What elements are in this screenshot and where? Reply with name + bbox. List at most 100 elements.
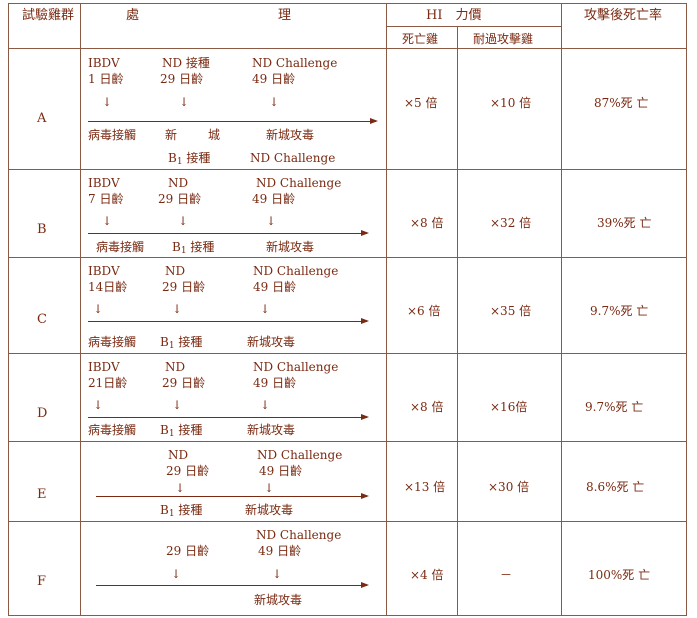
treatment-label: IBDV <box>88 264 120 278</box>
header-hi: HI 力價 <box>426 8 482 23</box>
timeline-arrow <box>96 582 369 588</box>
rule-col <box>8 3 9 616</box>
group-label: A <box>37 111 47 126</box>
rule-row <box>8 521 687 522</box>
treatment-label: ND Challenge <box>250 151 336 165</box>
age-label: 49 日齡 <box>259 464 303 478</box>
down-arrow-icon: ↓ <box>172 302 183 316</box>
rule-col <box>686 3 687 616</box>
age-label: 29 日齡 <box>158 192 202 206</box>
down-arrow-icon: ↓ <box>175 481 186 495</box>
down-arrow-icon: ↓ <box>102 214 113 228</box>
down-arrow-icon: ↓ <box>264 481 275 495</box>
hi-dead-value: ×5 倍 <box>404 96 438 110</box>
treatment-label: 病毒接觸 <box>88 335 137 349</box>
treatment-label: 病毒接觸 <box>88 128 137 142</box>
down-arrow-icon: ↓ <box>260 398 271 412</box>
hi-survive-value: ×30 倍 <box>488 480 530 494</box>
treatment-label: ND Challenge <box>252 56 338 70</box>
mortality-value: 100%死 亡 <box>588 568 651 582</box>
rule-row <box>8 353 687 354</box>
timeline-arrow <box>88 414 369 420</box>
timeline-arrow <box>88 118 378 124</box>
treatment-label: ND 接種 <box>162 56 210 70</box>
hi-dead-value: ×8 倍 <box>410 400 444 414</box>
age-label: 49 日齡 <box>253 280 297 294</box>
age-label: 49 日齡 <box>252 192 296 206</box>
age-label: 49 日齡 <box>253 376 297 390</box>
down-arrow-icon: ↓ <box>269 95 280 109</box>
hi-survive-value: ×16倍 <box>490 400 528 414</box>
age-label: 49 日齡 <box>252 72 296 86</box>
hi-dead-value: ×4 倍 <box>410 568 444 582</box>
treatment-label: 病毒接觸 <box>96 240 145 254</box>
timeline-arrow <box>96 493 369 499</box>
rule-col <box>80 3 81 616</box>
treatment-label: ND Challenge <box>256 528 342 542</box>
header-treatment-a: 處 <box>126 8 140 23</box>
age-label: 21日齡 <box>88 376 128 390</box>
group-label: B <box>37 222 47 237</box>
rule-col <box>386 3 387 616</box>
treatment-label: B1 接種 <box>160 335 203 351</box>
treatment-label: 新城攻毒 <box>266 240 315 254</box>
treatment-label: 新城攻毒 <box>254 593 303 607</box>
hi-survive-value: ×35 倍 <box>490 304 532 318</box>
down-arrow-icon: ↓ <box>266 214 277 228</box>
down-arrow-icon: ↓ <box>93 398 104 412</box>
header-hi-survive: 耐過攻擊雞 <box>473 32 534 46</box>
rule-header-bottom <box>8 48 687 49</box>
age-label: 1 日齡 <box>88 72 124 86</box>
group-label: E <box>37 487 47 502</box>
age-label: 7 日齡 <box>88 192 124 206</box>
mortality-value: 8.6%死 亡 <box>586 480 645 494</box>
rule-row <box>8 441 687 442</box>
treatment-label: ND <box>168 176 189 190</box>
age-label: 49 日齡 <box>258 544 302 558</box>
down-arrow-icon: ↓ <box>178 214 189 228</box>
down-arrow-icon: ↓ <box>93 302 104 316</box>
rule-hi-sub <box>386 26 561 27</box>
treatment-label: ND Challenge <box>253 264 339 278</box>
hi-dead-value: ×13 倍 <box>404 480 446 494</box>
header-mortality: 攻擊後死亡率 <box>584 8 663 23</box>
treatment-label: B1 接種 <box>168 151 211 167</box>
treatment-label: ND <box>165 264 186 278</box>
rule-bottom <box>8 615 687 616</box>
group-label: C <box>37 312 47 327</box>
rule-row <box>8 257 687 258</box>
treatment-label: 城 <box>208 128 221 142</box>
age-label: 14日齡 <box>88 280 128 294</box>
treatment-label: 新城攻毒 <box>247 335 296 349</box>
age-label: 29 日齡 <box>162 280 206 294</box>
treatment-label: B1 接種 <box>160 423 203 439</box>
treatment-label: IBDV <box>88 176 120 190</box>
mortality-value: 9.7%死 亡 <box>590 304 649 318</box>
group-label: D <box>37 406 48 421</box>
hi-survive-value: － <box>500 568 513 582</box>
mortality-value: 39%死 亡 <box>597 216 652 230</box>
hi-dead-value: ×6 倍 <box>407 304 441 318</box>
timeline-arrow <box>88 230 369 236</box>
hi-dead-value: ×8 倍 <box>410 216 444 230</box>
down-arrow-icon: ↓ <box>102 95 113 109</box>
treatment-label: 病毒接觸 <box>88 423 137 437</box>
hi-survive-value: ×32 倍 <box>490 216 532 230</box>
down-arrow-icon: ↓ <box>260 302 271 316</box>
age-label: 29 日齡 <box>166 544 210 558</box>
treatment-label: ND <box>165 360 186 374</box>
treatment-label: 新 <box>165 128 178 142</box>
rule-top <box>8 3 687 4</box>
treatment-label: B1 接種 <box>172 240 215 256</box>
down-arrow-icon: ↓ <box>179 95 190 109</box>
rule-col <box>561 3 562 616</box>
treatment-label: ND Challenge <box>256 176 342 190</box>
header-group: 試驗雞群 <box>22 8 75 23</box>
age-label: 29 日齡 <box>166 464 210 478</box>
treatment-label: ND Challenge <box>253 360 339 374</box>
treatment-label: IBDV <box>88 56 120 70</box>
treatment-label: 新城攻毒 <box>266 128 315 142</box>
mortality-value: 87%死 亡 <box>594 96 649 110</box>
timeline-arrow <box>88 318 369 324</box>
